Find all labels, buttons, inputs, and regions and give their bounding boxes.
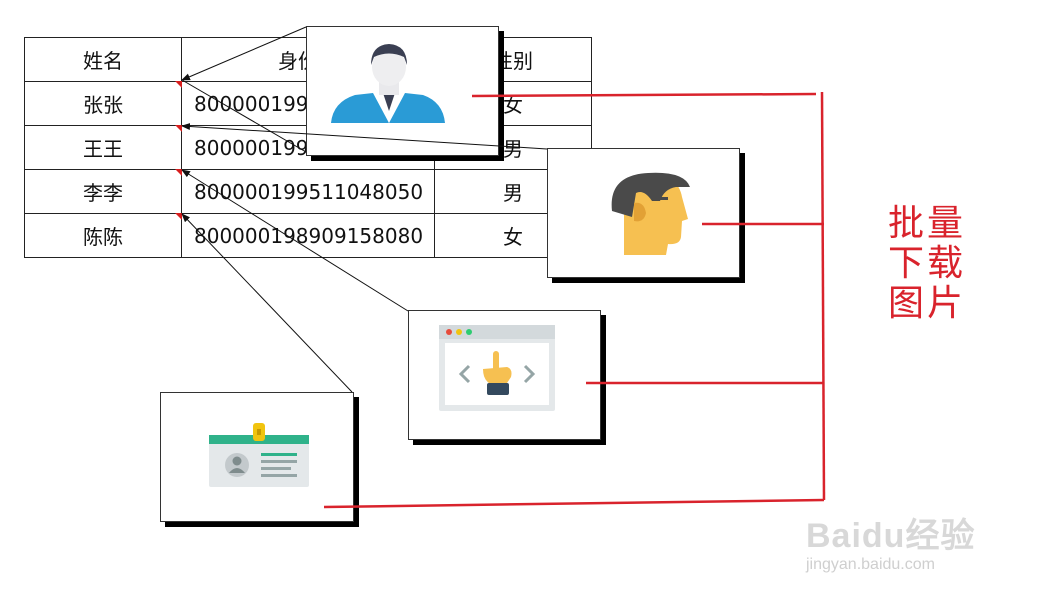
red-line-4 <box>323 498 825 509</box>
cell-name-text: 李李 <box>83 181 123 205</box>
red-bracket-vertical <box>820 91 826 501</box>
browser-hand-icon <box>439 325 555 411</box>
id-badge-icon <box>209 423 309 487</box>
cell-name[interactable]: 张张 <box>24 81 182 126</box>
table-row: 李李 800000199511048050 男 <box>24 169 592 214</box>
header-name[interactable]: 姓名 <box>24 37 182 82</box>
table-row: 陈陈 800000198909158080 女 <box>24 213 592 258</box>
cell-name-text: 张张 <box>83 93 123 117</box>
profile-head-icon <box>611 172 690 255</box>
comment-box-1[interactable] <box>306 26 499 156</box>
comment-indicator[interactable] <box>175 125 182 132</box>
cell-name[interactable]: 李李 <box>24 169 182 214</box>
watermark-url: jingyan.baidu.com <box>806 556 935 573</box>
watermark-logo: Baidu经验 <box>806 517 976 555</box>
comment-indicator[interactable] <box>175 213 182 220</box>
comment-box-2[interactable] <box>547 148 740 278</box>
comment-box-4[interactable] <box>160 392 354 522</box>
cell-id[interactable]: 800000199511048050 <box>181 169 435 214</box>
man-avatar-icon <box>331 44 445 123</box>
comment-indicator[interactable] <box>175 81 182 88</box>
comment-indicator[interactable] <box>175 169 182 176</box>
cell-name-text: 陈陈 <box>83 225 123 249</box>
cell-id[interactable]: 800000198909158080 <box>181 213 435 258</box>
batch-download-label: 批量下载图片 <box>888 203 967 324</box>
cell-name-text: 王王 <box>83 137 123 161</box>
cell-name[interactable]: 陈陈 <box>24 213 182 258</box>
cell-name[interactable]: 王王 <box>24 125 182 170</box>
comment-box-3[interactable] <box>408 310 601 440</box>
